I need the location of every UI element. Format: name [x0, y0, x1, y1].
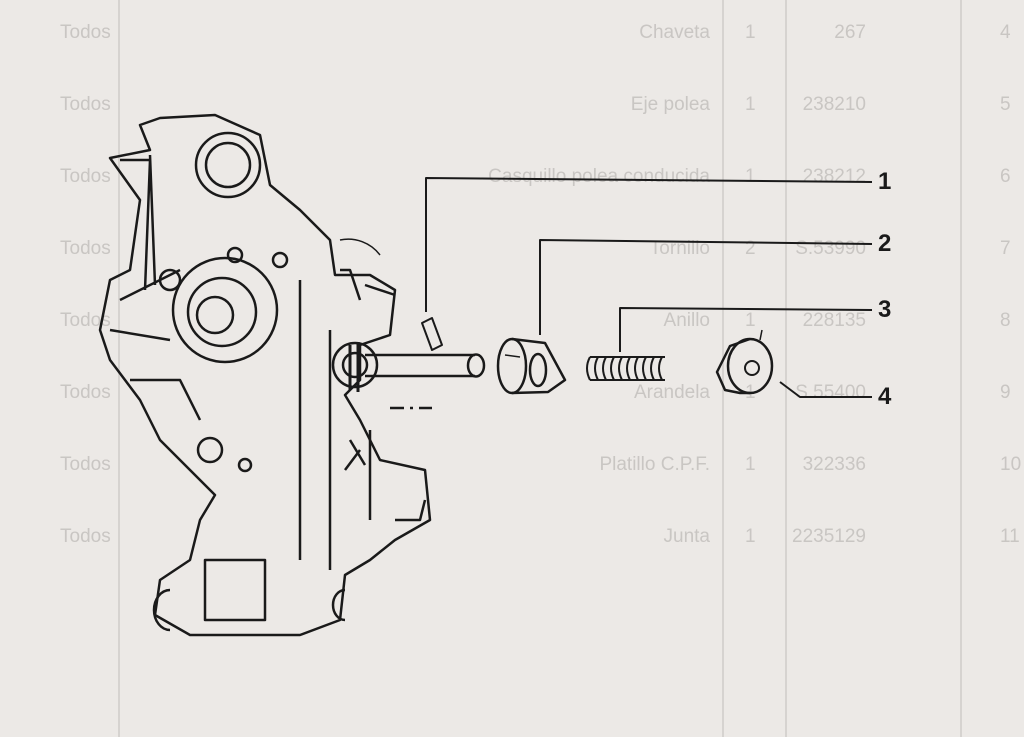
ghost-cell-no: 7: [1000, 238, 1011, 259]
ghost-cell-qty: 1: [745, 454, 756, 475]
ghost-cell-no: 4: [1000, 22, 1011, 43]
ghost-cell-no: 6: [1000, 166, 1011, 187]
table-rule: [960, 0, 962, 737]
ghost-cell-desc: Arandela: [633, 382, 710, 403]
ghost-cell-models: Todos: [60, 166, 111, 187]
ghost-cell-ref: 2235129: [792, 526, 866, 547]
engine-housing: [98, 113, 432, 637]
spring-part-3: [586, 356, 665, 381]
ghost-cell-qty: 1: [745, 166, 756, 187]
ghost-cell-desc: Platillo C.P.F.: [599, 454, 710, 475]
ghost-cell-qty: 1: [745, 526, 756, 547]
ghost-cell-desc: Casquillo polea conducida: [488, 166, 710, 187]
ghost-cell-ref: 322336: [802, 454, 866, 475]
ghost-cell-models: Todos: [60, 454, 111, 475]
ghost-cell-ref: 238210: [802, 94, 866, 115]
ghost-cell-models: Todos: [60, 526, 111, 547]
ghost-cell-desc: Junta: [663, 526, 710, 547]
ghost-cell-desc: Anillo: [663, 310, 710, 331]
ghost-cell-desc: Tornillo: [649, 238, 710, 259]
ghost-cell-desc: Eje polea: [630, 94, 710, 115]
callout-4: 4: [878, 383, 892, 410]
ghost-cell-qty: 1: [745, 310, 756, 331]
bushing-part-2: [496, 337, 567, 395]
ghost-cell-ref: 228135: [802, 310, 866, 331]
callout-3: 3: [878, 296, 892, 323]
ghost-cell-no: 10: [1000, 454, 1022, 475]
ghost-cell-qty: 1: [745, 94, 756, 115]
table-rule: [785, 0, 787, 737]
table-rule: [118, 0, 120, 737]
ghost-cell-qty: 1: [745, 22, 756, 43]
cam-part-4: [715, 329, 774, 395]
ghost-cell-models: Todos: [60, 94, 111, 115]
ghost-cell-qty: 2: [745, 238, 756, 259]
ghost-cell-no: 11: [1000, 526, 1020, 547]
pulley-shaft: [348, 342, 486, 392]
callout-1: 1: [878, 168, 892, 195]
ghost-cell-desc: Chaveta: [639, 22, 710, 43]
ghost-cell-models: Todos: [60, 310, 111, 331]
leader-lines: [425, 177, 873, 398]
ghost-cell-no: 5: [1000, 94, 1011, 115]
callout-2: 2: [878, 230, 892, 257]
ghost-cell-models: Todos: [60, 22, 111, 43]
ghost-cell-ref: 267: [834, 22, 866, 43]
ghost-cell-models: Todos: [60, 238, 111, 259]
ghost-cell-no: 9: [1000, 382, 1011, 403]
key-pin-part-1: [421, 317, 443, 351]
table-rule: [722, 0, 724, 737]
ghost-cell-no: 8: [1000, 310, 1011, 331]
ghost-cell-models: Todos: [60, 382, 111, 403]
